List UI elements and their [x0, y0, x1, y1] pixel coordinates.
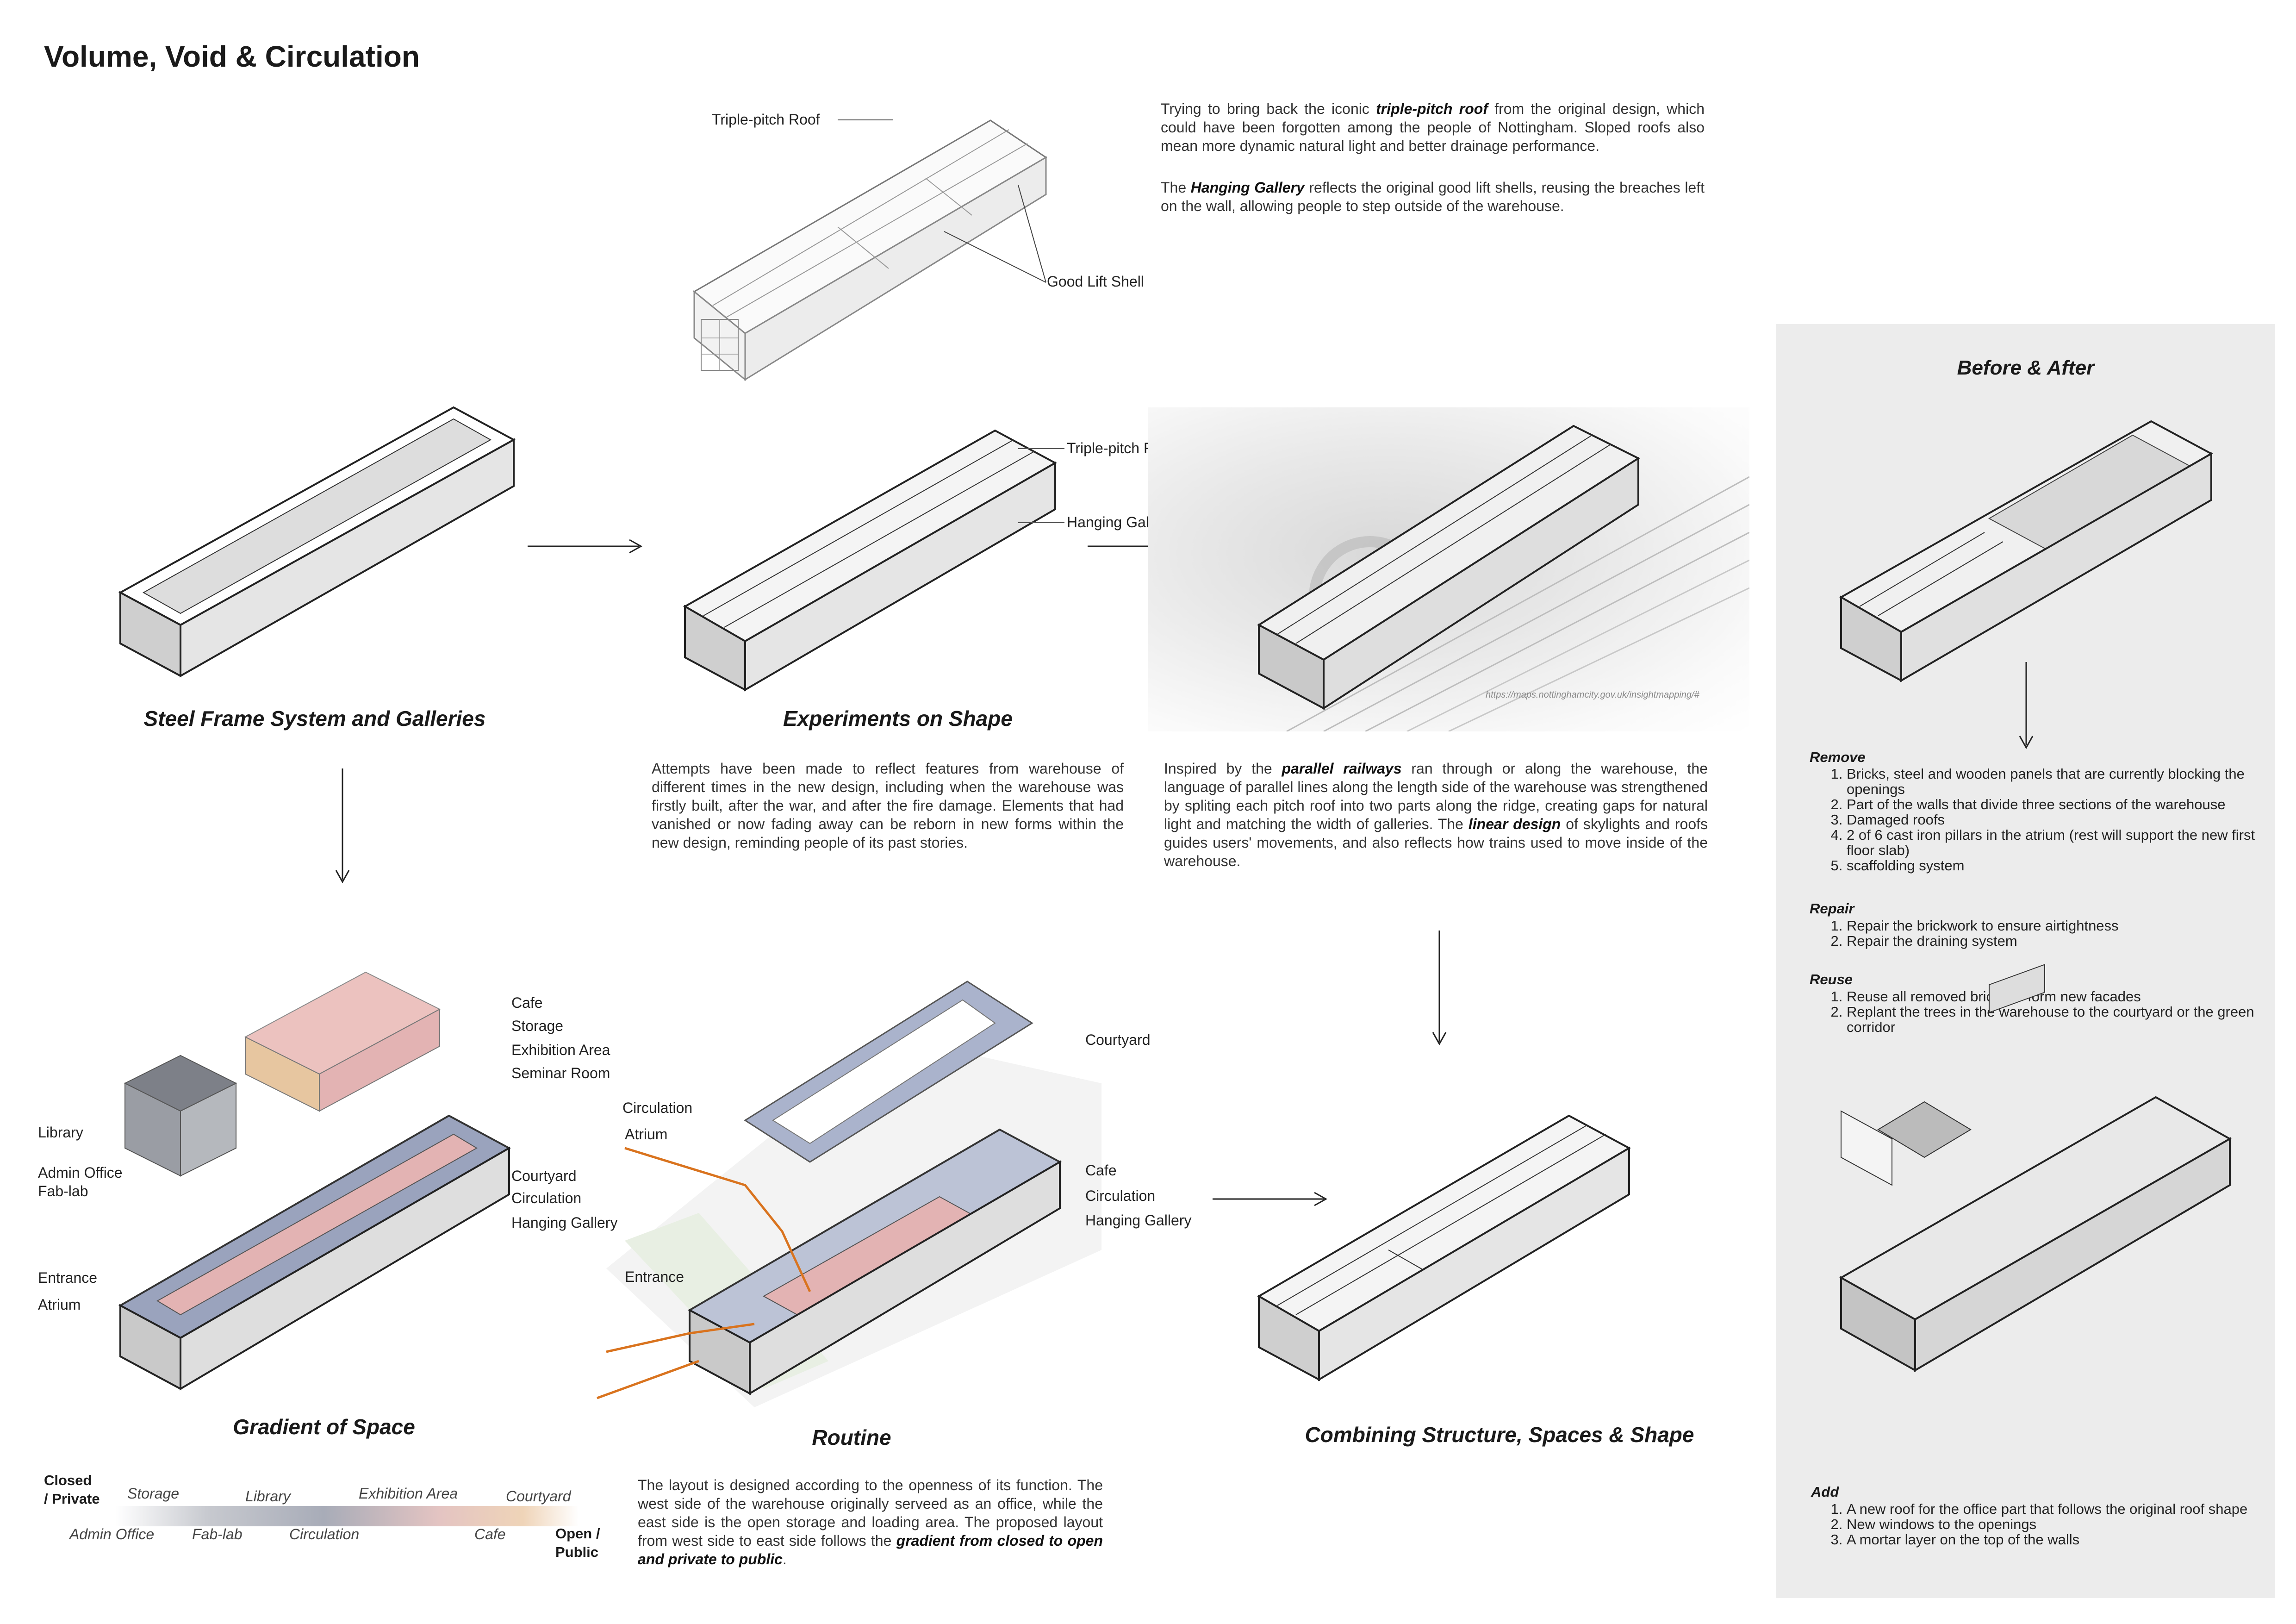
- legend-closed: Closed / Private: [44, 1472, 100, 1507]
- routine-label-entrance: Entrance: [625, 1268, 684, 1285]
- combining-drawing: [1257, 1114, 1631, 1381]
- remove-item: 2 of 6 cast iron pillars in the atrium (…: [1847, 827, 2272, 858]
- arrow-down-3: [2019, 662, 2034, 750]
- gradient-label-exhibition: Exhibition Area: [511, 1042, 610, 1058]
- repair-item: Repair the brickwork to ensure airtightn…: [1847, 918, 2171, 933]
- gradient-label-courtyard: Courtyard: [511, 1168, 577, 1184]
- remove-item: Part of the walls that divide three sect…: [1847, 797, 2272, 812]
- gallery-description: The Hanging Gallery reflects the origina…: [1161, 179, 1705, 214]
- arrow-right-1: [528, 539, 643, 554]
- gradient-label-storage: Storage: [511, 1018, 564, 1034]
- routine-label-hanging: Hanging Gallery: [1085, 1212, 1192, 1229]
- map-source-credit: https://maps.nottinghamcity.gov.uk/insig…: [1486, 690, 1699, 700]
- gradient-label-cafe: Cafe: [511, 994, 543, 1011]
- legend-bottom-1: Fab-lab: [192, 1526, 243, 1543]
- openness-legend: Closed / Private Storage Library Exhibit…: [44, 1471, 609, 1564]
- repair-item: Repair the draining system: [1847, 933, 2171, 949]
- arrow-down-2: [1432, 931, 1447, 1046]
- repair-heading: Repair: [1810, 900, 1854, 917]
- add-heading: Add: [1811, 1484, 1839, 1500]
- reuse-heading: Reuse: [1810, 971, 1853, 987]
- routine-label-circulation-2: Circulation: [1085, 1187, 1156, 1204]
- shape-description: Attempts have been made to reflect featu…: [652, 760, 1124, 851]
- gradient-label-seminar: Seminar Room: [511, 1065, 610, 1081]
- routine-label-circulation: Circulation: [622, 1099, 693, 1116]
- legend-bottom-3: Cafe: [474, 1526, 506, 1543]
- page-title: Volume, Void & Circulation: [44, 40, 420, 73]
- shape-experiment-drawing: [683, 429, 1058, 692]
- legend-top-1: Library: [245, 1488, 291, 1505]
- legend-bottom-0: Admin Office: [69, 1526, 155, 1543]
- routine-label-atrium: Atrium: [625, 1126, 668, 1143]
- shape-title: Experiments on Shape: [783, 706, 1013, 731]
- routine-label-courtyard: Courtyard: [1085, 1031, 1151, 1048]
- combining-title: Combining Structure, Spaces & Shape: [1305, 1423, 1694, 1447]
- remove-item: scaffolding system: [1847, 858, 2272, 873]
- routine-description: The layout is designed according to the …: [638, 1477, 1103, 1568]
- gradient-label-circulation: Circulation: [511, 1190, 582, 1206]
- original-warehouse-drawing: [693, 119, 1047, 381]
- legend-top-0: Storage: [127, 1485, 180, 1502]
- label-good-lift-shell: Good Lift Shell: [1047, 273, 1144, 290]
- after-exploded-drawing: [1839, 964, 2232, 1372]
- routine-label-cafe: Cafe: [1085, 1162, 1117, 1179]
- label-triple-pitch-roof: Triple-pitch Roof: [712, 111, 820, 128]
- legend-bottom-2: Circulation: [289, 1526, 360, 1543]
- gradient-label-library: Library: [38, 1124, 83, 1141]
- legend-open: Open / Public: [555, 1525, 600, 1560]
- roof-description: Trying to bring back the iconic triple-p…: [1161, 100, 1705, 154]
- legend-top-3: Courtyard: [506, 1488, 571, 1505]
- legend-gradient-bar: [116, 1506, 579, 1526]
- before-warehouse-drawing: [1839, 420, 2214, 682]
- gradient-label-entrance: Entrance: [38, 1269, 98, 1286]
- remove-item: Damaged roofs: [1847, 812, 2272, 827]
- routine-title: Routine: [812, 1425, 891, 1449]
- gradient-label-hanging: Hanging Gallery: [511, 1214, 618, 1231]
- railway-map-image: [1148, 407, 1749, 731]
- gradient-of-space-drawing: [118, 971, 511, 1391]
- add-item: New windows to the openings: [1847, 1517, 2263, 1532]
- legend-top-2: Exhibition Area: [359, 1485, 458, 1502]
- add-list: A new roof for the office part that foll…: [1810, 1501, 2263, 1547]
- before-after-panel: Before & After Remove Bricks, steel and …: [1776, 324, 2275, 1598]
- gradient-label-admin: Admin Office: [38, 1164, 123, 1181]
- reuse-list: Reuse all removed bricks to form new fac…: [1810, 989, 2272, 1035]
- railway-description: Inspired by the parallel railways ran th…: [1164, 760, 1708, 869]
- remove-item: Bricks, steel and wooden panels that are…: [1847, 766, 2272, 797]
- add-item: A new roof for the office part that foll…: [1847, 1501, 2263, 1517]
- routine-drawing: [597, 981, 1101, 1407]
- arrow-down-1: [335, 768, 350, 884]
- lift-shell-leader-lines: [944, 185, 1046, 283]
- steel-frame-drawing: [118, 406, 516, 678]
- gradient-label-atrium: Atrium: [38, 1296, 81, 1313]
- steel-frame-title: Steel Frame System and Galleries: [143, 706, 486, 731]
- repair-list: Repair the brickwork to ensure airtightn…: [1810, 918, 2171, 949]
- remove-list: Bricks, steel and wooden panels that are…: [1810, 766, 2272, 873]
- gradient-title: Gradient of Space: [233, 1415, 415, 1439]
- arrow-right-3: [1213, 1192, 1328, 1206]
- gradient-label-fablab: Fab-lab: [38, 1183, 88, 1199]
- reuse-item: Replant the trees in the warehouse to th…: [1847, 1004, 2272, 1035]
- reuse-item: Reuse all removed bricks to form new fac…: [1847, 989, 2272, 1004]
- remove-heading: Remove: [1810, 749, 1866, 765]
- before-after-title: Before & After: [1957, 356, 2095, 379]
- add-item: A mortar layer on the top of the walls: [1847, 1532, 2263, 1547]
